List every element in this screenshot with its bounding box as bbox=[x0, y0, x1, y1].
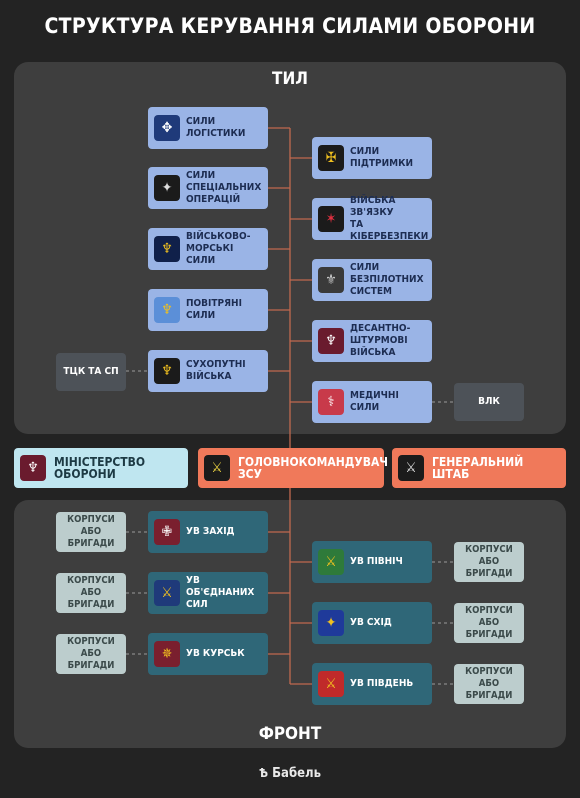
commander-in-chief-box: ⚔ ГОЛОВНОКОМАНДУВАЧ ЗСУ bbox=[198, 448, 388, 488]
ground-forces-box: ♆ СУХОПУТНІ ВІЙСЬКА bbox=[148, 350, 268, 392]
signal-emblem-icon: ✶ bbox=[318, 206, 344, 232]
navy-box: ♆ ВІЙСЬКОВО- МОРСЬКІ СИЛИ bbox=[148, 228, 268, 270]
unit-label: УВ СХІД bbox=[350, 617, 392, 628]
unit-label: УВ ПІВНІЧ bbox=[350, 556, 403, 567]
corps-label: КОРПУСИ АБО БРИГАДИ bbox=[67, 575, 115, 610]
unit-label: ВІЙСЬКА ЗВ'ЯЗКУ ТА КІБЕРБЕЗПЕКИ bbox=[350, 195, 429, 242]
north-command-emblem-icon: ⚔ bbox=[318, 549, 344, 575]
crossed-tools-emblem-icon: ✠ bbox=[318, 145, 344, 171]
unit-label: СИЛИ СПЕЦІАЛЬНИХ ОПЕРАЦІЙ bbox=[186, 170, 262, 205]
tck-label: ТЦК ТА СП bbox=[63, 366, 119, 377]
dagger-emblem-icon: ✦ bbox=[154, 175, 180, 201]
unit-label: ПОВІТРЯНІ СИЛИ bbox=[186, 298, 242, 321]
rear-section-label: ТИЛ bbox=[272, 69, 308, 89]
joint-forces-command-box: ⚔ УВ ОБ'ЄДНАНИХ СИЛ bbox=[148, 572, 268, 614]
drone-emblem-icon: ⚜ bbox=[318, 267, 344, 293]
babel-logo: Ѣ Бабель bbox=[0, 766, 580, 781]
tck-box: ТЦК ТА СП bbox=[56, 353, 126, 391]
page-title: СТРУКТУРА КЕРУВАННЯ СИЛАМИ ОБОРОНИ bbox=[44, 14, 536, 38]
general-staff-box: ⚔ ГЕНЕРАЛЬНИЙ ШТАБ bbox=[392, 448, 566, 488]
corps-label: КОРПУСИ АБО БРИГАДИ bbox=[465, 544, 513, 579]
corps-label: КОРПУСИ АБО БРИГАДИ bbox=[67, 636, 115, 671]
unit-label: УВ ПІВДЕНЬ bbox=[350, 678, 414, 689]
corps-box: КОРПУСИ АБО БРИГАДИ bbox=[454, 542, 524, 582]
babel-logo-text: Бабель bbox=[272, 766, 322, 781]
air-assault-box: ♆ ДЕСАНТНО- ШТУРМОВІ ВІЙСЬКА bbox=[312, 320, 432, 362]
south-command-box: ⚔ УВ ПІВДЕНЬ bbox=[312, 663, 432, 705]
staff-emblem-icon: ⚔ bbox=[398, 455, 424, 481]
joint-forces-emblem-icon: ⚔ bbox=[154, 580, 180, 606]
west-command-emblem-icon: ✙ bbox=[154, 519, 180, 545]
unit-label: УВ ЗАХІД bbox=[186, 526, 235, 537]
east-command-box: ✦ УВ СХІД bbox=[312, 602, 432, 644]
corps-label: КОРПУСИ АБО БРИГАДИ bbox=[465, 605, 513, 640]
unmanned-systems-box: ⚜ СИЛИ БЕЗПІЛОТНИХ СИСТЕМ bbox=[312, 259, 432, 301]
ministry-of-defence-box: ♆ МІНІСТЕРСТВО ОБОРОНИ bbox=[14, 448, 188, 488]
corps-box: КОРПУСИ АБО БРИГАДИ bbox=[56, 512, 126, 552]
medical-emblem-icon: ⚕ bbox=[318, 389, 344, 415]
ministry-label: МІНІСТЕРСТВО ОБОРОНИ bbox=[54, 455, 146, 481]
unit-label: СИЛИ БЕЗПІЛОТНИХ СИСТЕМ bbox=[350, 262, 424, 297]
unit-label: УВ КУРСЬК bbox=[186, 648, 245, 659]
medical-forces-box: ⚕ МЕДИЧНІ СИЛИ bbox=[312, 381, 432, 423]
unit-label: СУХОПУТНІ ВІЙСЬКА bbox=[186, 359, 246, 382]
corps-box: КОРПУСИ АБО БРИГАДИ bbox=[56, 573, 126, 613]
air-force-box: ♆ ПОВІТРЯНІ СИЛИ bbox=[148, 289, 268, 331]
trident-emblem-icon: ♆ bbox=[154, 358, 180, 384]
corps-label: КОРПУСИ АБО БРИГАДИ bbox=[465, 666, 513, 701]
unit-label: ДЕСАНТНО- ШТУРМОВІ ВІЙСЬКА bbox=[350, 323, 411, 358]
corps-box: КОРПУСИ АБО БРИГАДИ bbox=[56, 634, 126, 674]
corps-box: КОРПУСИ АБО БРИГАДИ bbox=[454, 603, 524, 643]
unit-label: УВ ОБ'ЄДНАНИХ СИЛ bbox=[186, 575, 255, 610]
babel-logo-icon: Ѣ bbox=[258, 766, 269, 780]
support-forces-box: ✠ СИЛИ ПІДТРИМКИ bbox=[312, 137, 432, 179]
unit-label: МЕДИЧНІ СИЛИ bbox=[350, 390, 399, 413]
north-command-box: ⚔ УВ ПІВНІЧ bbox=[312, 541, 432, 583]
parachute-emblem-icon: ♆ bbox=[318, 328, 344, 354]
trident-emblem-icon: ♆ bbox=[154, 236, 180, 262]
kursk-command-box: ✵ УВ КУРСЬК bbox=[148, 633, 268, 675]
staff-label: ГЕНЕРАЛЬНИЙ ШТАБ bbox=[432, 455, 524, 481]
commander-label: ГОЛОВНОКОМАНДУВАЧ ЗСУ bbox=[238, 455, 389, 481]
unit-label: СИЛИ ПІДТРИМКИ bbox=[350, 146, 413, 169]
special-operations-box: ✦ СИЛИ СПЕЦІАЛЬНИХ ОПЕРАЦІЙ bbox=[148, 167, 268, 209]
commander-emblem-icon: ⚔ bbox=[204, 455, 230, 481]
unit-label: СИЛИ ЛОГІСТИКИ bbox=[186, 116, 246, 139]
ministry-emblem-icon: ♆ bbox=[20, 455, 46, 481]
vlk-box: ВЛК bbox=[454, 383, 524, 421]
kursk-command-emblem-icon: ✵ bbox=[154, 641, 180, 667]
east-command-emblem-icon: ✦ bbox=[318, 610, 344, 636]
front-section-label: ФРОНТ bbox=[258, 724, 322, 744]
west-command-box: ✙ УВ ЗАХІД bbox=[148, 511, 268, 553]
south-command-emblem-icon: ⚔ bbox=[318, 671, 344, 697]
shield-emblem-icon: ✥ bbox=[154, 115, 180, 141]
vlk-label: ВЛК bbox=[478, 396, 500, 407]
unit-label: ВІЙСЬКОВО- МОРСЬКІ СИЛИ bbox=[186, 231, 251, 266]
logistics-forces-box: ✥ СИЛИ ЛОГІСТИКИ bbox=[148, 107, 268, 149]
wings-emblem-icon: ♆ bbox=[154, 297, 180, 323]
corps-box: КОРПУСИ АБО БРИГАДИ bbox=[454, 664, 524, 704]
corps-label: КОРПУСИ АБО БРИГАДИ bbox=[67, 514, 115, 549]
signal-cyber-box: ✶ ВІЙСЬКА ЗВ'ЯЗКУ ТА КІБЕРБЕЗПЕКИ bbox=[312, 195, 432, 242]
